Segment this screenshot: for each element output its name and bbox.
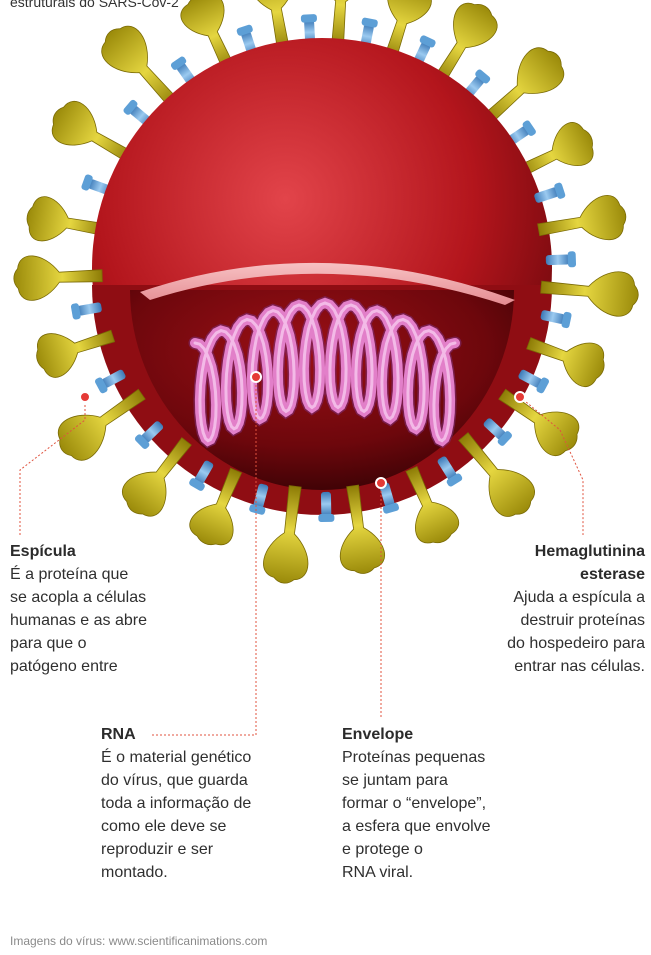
hemaglutinina-label: Hemaglutinina esterase Ajuda a espícula …	[445, 540, 645, 678]
espicula-title: Espícula	[10, 540, 200, 563]
rna-text-line: toda a informação de	[101, 792, 301, 815]
marker-rna	[251, 372, 261, 382]
rna-text-line: É o material genético	[101, 746, 301, 769]
envelope-text-line: se juntam para	[342, 769, 542, 792]
envelope-text-line: formar o “envelope”,	[342, 792, 542, 815]
spike-protein	[13, 253, 103, 301]
envelope-title: Envelope	[342, 723, 542, 746]
image-credit: Imagens do vírus: www.scientificanimatio…	[10, 934, 267, 948]
envelope-label: Envelope Proteínas pequenas se juntam pa…	[342, 723, 542, 884]
hemaglutinina-text-line: do hospedeiro para	[445, 632, 645, 655]
hemaglutinina-text-line: destruir proteínas	[445, 609, 645, 632]
marker-envelope	[376, 478, 386, 488]
espicula-text-line: humanas e as abre	[10, 609, 200, 632]
envelope-text-line: RNA viral.	[342, 861, 542, 884]
hemaglutinina-text-line: entrar nas células.	[445, 655, 645, 678]
hemaglutinina-text-line: Ajuda a espícula a	[445, 586, 645, 609]
espicula-text-line: para que o	[10, 632, 200, 655]
hemaglutinina-title: Hemaglutinina	[445, 540, 645, 563]
espicula-text-line: patógeno entre	[10, 655, 200, 678]
envelope-text-line: e protege o	[342, 838, 542, 861]
rna-text-line: montado.	[101, 861, 301, 884]
rna-text-line: do vírus, que guarda	[101, 769, 301, 792]
envelope-text-line: a esfera que envolve	[342, 815, 542, 838]
rna-text-line: como ele deve se	[101, 815, 301, 838]
hemaglutinina-title: esterase	[445, 563, 645, 586]
marker-hemaglutinina	[515, 392, 525, 402]
rna-text-line: reproduzir e ser	[101, 838, 301, 861]
espicula-text-line: se acopla a células	[10, 586, 200, 609]
espicula-text-line: É a proteína que	[10, 563, 200, 586]
spike-protein	[539, 265, 640, 318]
rna-title: RNA	[101, 723, 301, 746]
rna-label: RNA É o material genético do vírus, que …	[101, 723, 301, 884]
envelope-text-line: Proteínas pequenas	[342, 746, 542, 769]
espicula-label: Espícula É a proteína que se acopla a cé…	[10, 540, 200, 678]
marker-espicula	[80, 392, 90, 402]
